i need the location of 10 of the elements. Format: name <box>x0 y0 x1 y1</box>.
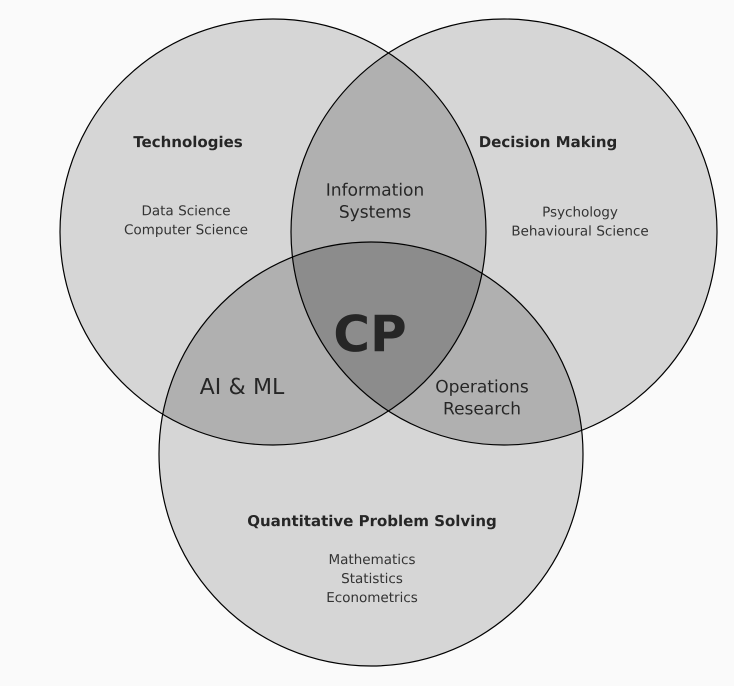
heading: Decision Making <box>480 136 616 150</box>
overlap-label: Operations Research <box>436 379 528 415</box>
item-list: Data Science Computer Science <box>124 204 248 238</box>
heading: Quantitative Problem Solving <box>248 514 496 530</box>
heading: Technologies <box>133 136 242 150</box>
item-list: Mathematics Statistics Econometrics <box>328 554 418 602</box>
overlap-label: AI & ML <box>200 378 284 394</box>
overlap-label: Information Systems <box>327 182 423 222</box>
item-list: Psychology Behavioural Science <box>512 206 648 236</box>
overlap-label: CP <box>336 314 405 352</box>
